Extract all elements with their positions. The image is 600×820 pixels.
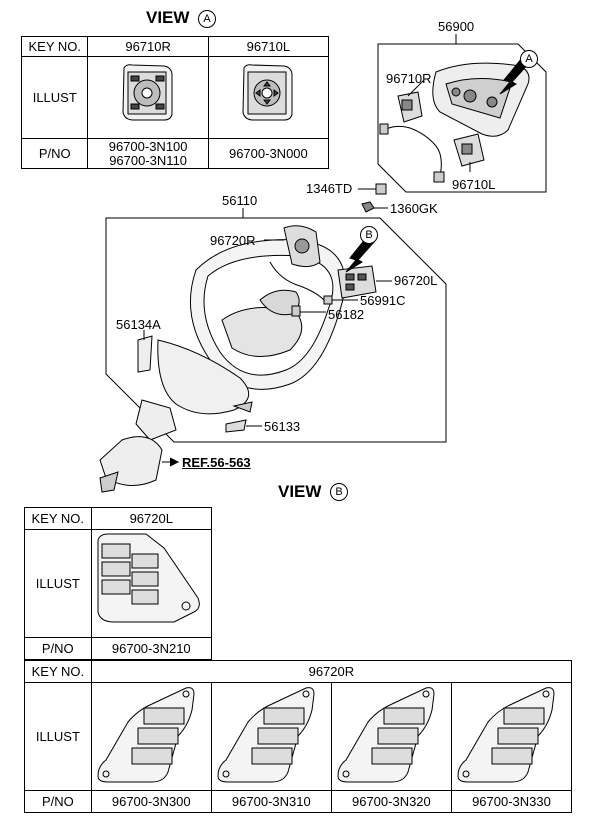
view-b-title: VIEW: [278, 482, 321, 502]
reference-label[interactable]: REF.56-563: [182, 455, 251, 470]
view-a-pno-96710r-line2: 96700-3N110: [109, 152, 188, 168]
clip-56133: [225, 419, 247, 433]
view-a-keyno-header: KEY NO.: [20, 36, 89, 57]
cover-56134a: [137, 335, 153, 373]
airbag-module-drawing: [432, 62, 530, 137]
label-56110: 56110: [222, 193, 258, 208]
airbag-module-box: [377, 43, 547, 193]
steering-wheel-assembly-box: [105, 217, 447, 443]
switch-96710l-illustration: [242, 64, 293, 121]
view-a-key-96710r: 96710R: [87, 36, 209, 57]
label-56134a: 56134A: [116, 317, 161, 332]
view-a-title-text: VIEW: [146, 8, 190, 27]
steering-wheel-drawing: [190, 239, 346, 390]
view-b-pno-3n310: 96700-3N310: [210, 790, 332, 813]
label-56182: 56182: [328, 307, 365, 322]
view-b-pno-96720l: 96700-3N210: [90, 637, 213, 660]
view-b-pno-3n330: 96700-3N330: [450, 790, 573, 813]
label-56900: 56900: [438, 19, 475, 34]
switch-3n300-illustration: [97, 687, 195, 783]
view-b-multi-illust-header: ILLUST: [24, 682, 92, 791]
label-56991c: 56991C: [360, 293, 406, 308]
label-96720r: 96720R: [210, 233, 256, 248]
steering-column-drawing: [99, 399, 177, 493]
switch-96720l-illustration: [97, 533, 200, 623]
view-a-pno-96710r-line1: 96700-3N100: [108, 138, 188, 154]
label-96710r: 96710R: [386, 71, 432, 86]
view-a-pno-96710r: 96700-3N100 96700-3N110: [87, 138, 209, 169]
view-b-marker: B: [330, 483, 348, 501]
view-b-pno-3n320: 96700-3N320: [330, 790, 452, 813]
switch-96720l-drawing: [337, 265, 377, 299]
wiring-harness: [383, 125, 442, 177]
view-b-pno-3n300: 96700-3N300: [90, 790, 212, 813]
airbag-switch-right: [453, 133, 485, 167]
view-a-table: KEY NO. 96710R 96710L ILLUST P/NO 96700-…: [20, 36, 330, 169]
label-96720l: 96720L: [394, 273, 438, 288]
marker-b-callout: B: [360, 226, 378, 244]
switch-3n310-illustration: [217, 687, 315, 783]
view-a-pno-header: P/NO: [20, 138, 89, 169]
view-b-pno-header: P/NO: [24, 637, 92, 660]
nut-1360gk: [361, 201, 375, 213]
view-b-multi-pno-header: P/NO: [24, 790, 92, 813]
view-a-key-96710l: 96710L: [207, 36, 330, 57]
switch-3n320-illustration: [337, 687, 435, 783]
label-1360gk: 1360GK: [390, 201, 438, 216]
switch-96710r-illustration: [122, 64, 173, 121]
bolt-1346td: [375, 183, 387, 195]
view-b-title-text: VIEW: [278, 482, 322, 501]
marker-a-callout: A: [520, 50, 538, 68]
view-a-illust-header: ILLUST: [20, 56, 89, 139]
airbag-switch-left: [397, 91, 423, 123]
view-a-title: VIEW: [146, 8, 189, 28]
switch-96720r-drawing: [283, 225, 321, 268]
label-1346td: 1346TD: [306, 181, 353, 196]
label-56133: 56133: [264, 419, 301, 434]
view-b-arrow: [345, 237, 375, 273]
view-a-pno-96710l: 96700-3N000: [207, 138, 330, 169]
switch-3n330-illustration: [457, 687, 555, 783]
view-a-marker: A: [198, 10, 216, 28]
label-96710l: 96710L: [452, 177, 496, 192]
wheel-wiring: [269, 261, 325, 301]
